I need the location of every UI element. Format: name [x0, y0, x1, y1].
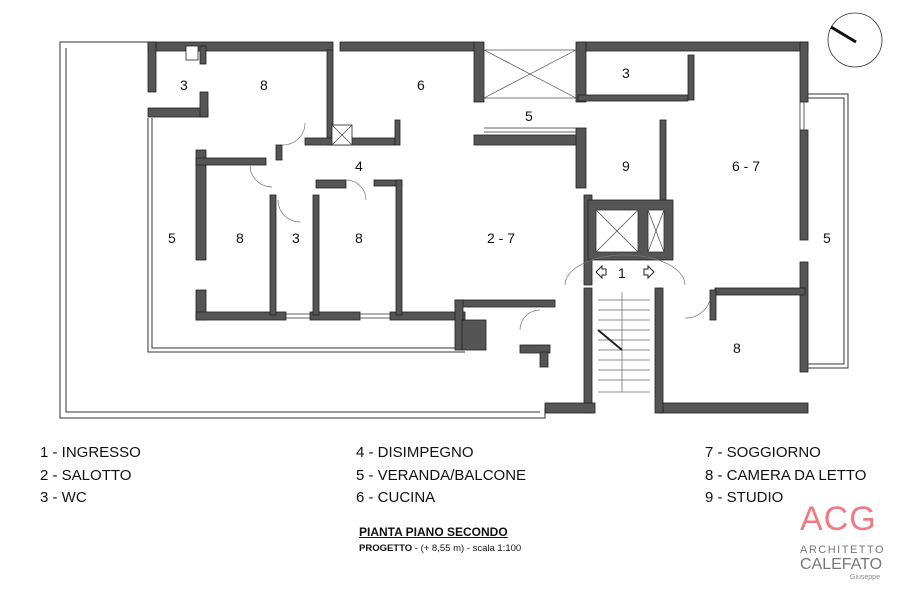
floor-plan: 3 8 6 3 5 9 6 - 7 4 5 8 3 8 2 - 7 1 5 8 [59, 12, 883, 419]
terrace-outline [59, 41, 849, 419]
room-label: 8 [355, 230, 363, 246]
logo-firstname: Giuseppe [850, 574, 880, 581]
room-label: 3 [180, 77, 188, 93]
room-label: 4 [355, 158, 363, 174]
plan-subtitle: PROGETTO - (+ 8,55 m) - scala 1:100 [359, 543, 521, 554]
legend-item: 4 - DISIMPEGNO [356, 444, 474, 461]
legend-item: 6 - CUCINA [356, 489, 436, 506]
legend-item: 9 - STUDIO [705, 489, 784, 506]
stair-treads [597, 292, 650, 393]
void-markers [331, 49, 665, 253]
room-labels: 3 8 6 3 5 9 6 - 7 4 5 8 3 8 2 - 7 1 5 8 [168, 65, 831, 356]
logo-title: ARCHITETTO [800, 544, 886, 556]
room-label: 6 [417, 77, 425, 93]
legend-item: 2 - SALOTTO [40, 466, 132, 484]
legend-item: 7 - SOGGIORNO [705, 444, 821, 461]
legend-col-3: 7 - SOGGIORNO 8 - CAMERA DA LETTO 9 - ST… [705, 442, 866, 510]
legend-item: 8 - CAMERA DA LETTO [705, 466, 867, 484]
room-label: 9 [622, 158, 630, 174]
entrance-arrows [595, 264, 655, 280]
room-label: 8 [260, 77, 268, 93]
architect-logo: ACG ARCHITETTO CALEFATO Giuseppe [798, 500, 888, 590]
room-label: 8 [733, 340, 741, 356]
legend-col-1: 1 - INGRESSO 2 - SALOTTO 3 - WC [40, 442, 141, 510]
room-label: 3 [622, 65, 630, 81]
windows [286, 102, 805, 319]
legend-col-2: 4 - DISIMPEGNO 5 - VERANDA/BALCONE 6 - C… [356, 442, 526, 510]
north-compass [827, 12, 883, 68]
room-label: 1 [618, 265, 626, 281]
subtitle-project: PROGETTO [359, 543, 413, 554]
room-label: 5 [168, 230, 176, 246]
room-label: 6 - 7 [732, 158, 760, 174]
walls [147, 41, 809, 414]
room-label: 5 [823, 230, 831, 246]
room-label: 3 [292, 230, 300, 246]
logo-mark: ACG [800, 500, 877, 538]
legend-item: 1 - INGRESSO [40, 444, 141, 461]
plan-title: PIANTA PIANO SECONDO [359, 525, 508, 539]
room-label: 5 [525, 108, 533, 124]
legend-item: 5 - VERANDA/BALCONE [356, 466, 527, 484]
logo-surname: CALEFATO [800, 556, 883, 573]
subtitle-scale: - (+ 8,55 m) - scala 1:100 [412, 543, 522, 554]
room-label: 8 [236, 230, 244, 246]
room-label: 2 - 7 [487, 230, 515, 246]
legend-item: 3 - WC [40, 489, 87, 506]
door-swings [249, 122, 711, 331]
